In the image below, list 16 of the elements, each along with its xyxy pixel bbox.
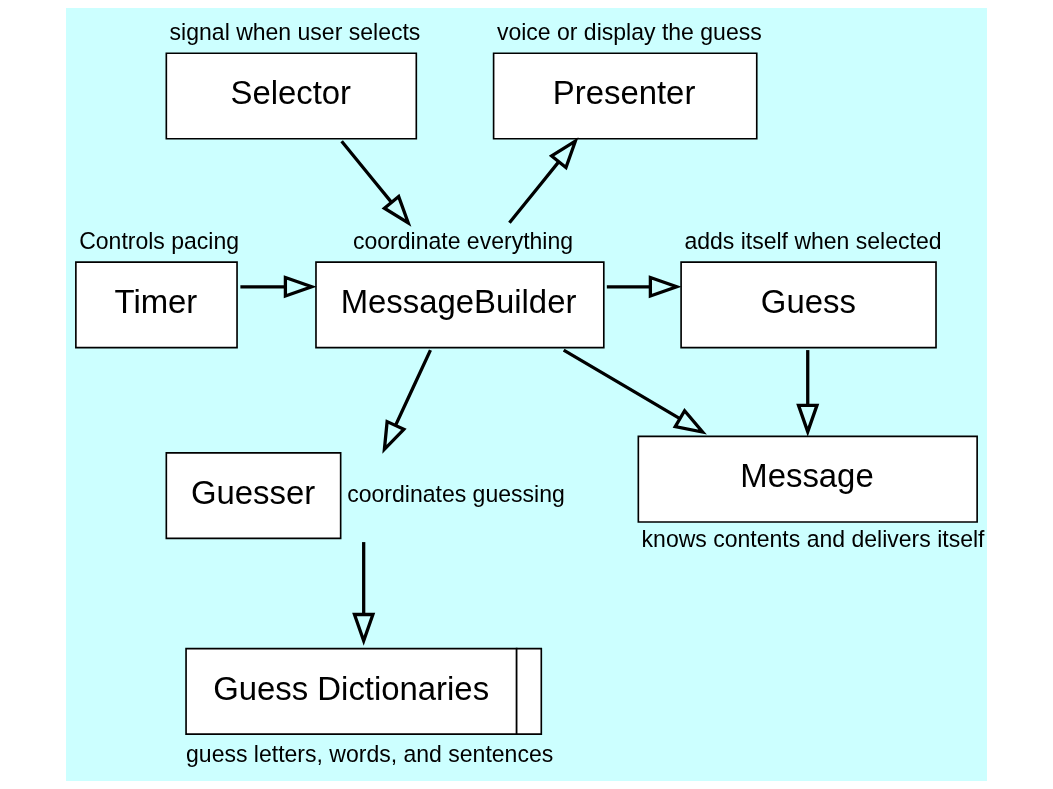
node-label: coordinates guessing [347, 480, 565, 507]
arrow [796, 350, 820, 437]
arrow [352, 542, 376, 646]
arrow [240, 275, 317, 299]
node-label: signal when user selects [169, 19, 421, 46]
node-label: Controls pacing [79, 228, 240, 255]
node-label: coordinate everything [352, 228, 574, 255]
node-label: knows contents and delivers itself [641, 525, 985, 552]
arrow [508, 137, 579, 224]
node-label: adds itself when selected [684, 228, 942, 255]
node-label: voice or display the guess [496, 19, 762, 46]
arrow [340, 140, 412, 227]
arrow [562, 348, 707, 435]
arrow [382, 349, 432, 454]
arrow [606, 275, 682, 299]
node-label: guess letters, words, and sentences [186, 741, 554, 768]
